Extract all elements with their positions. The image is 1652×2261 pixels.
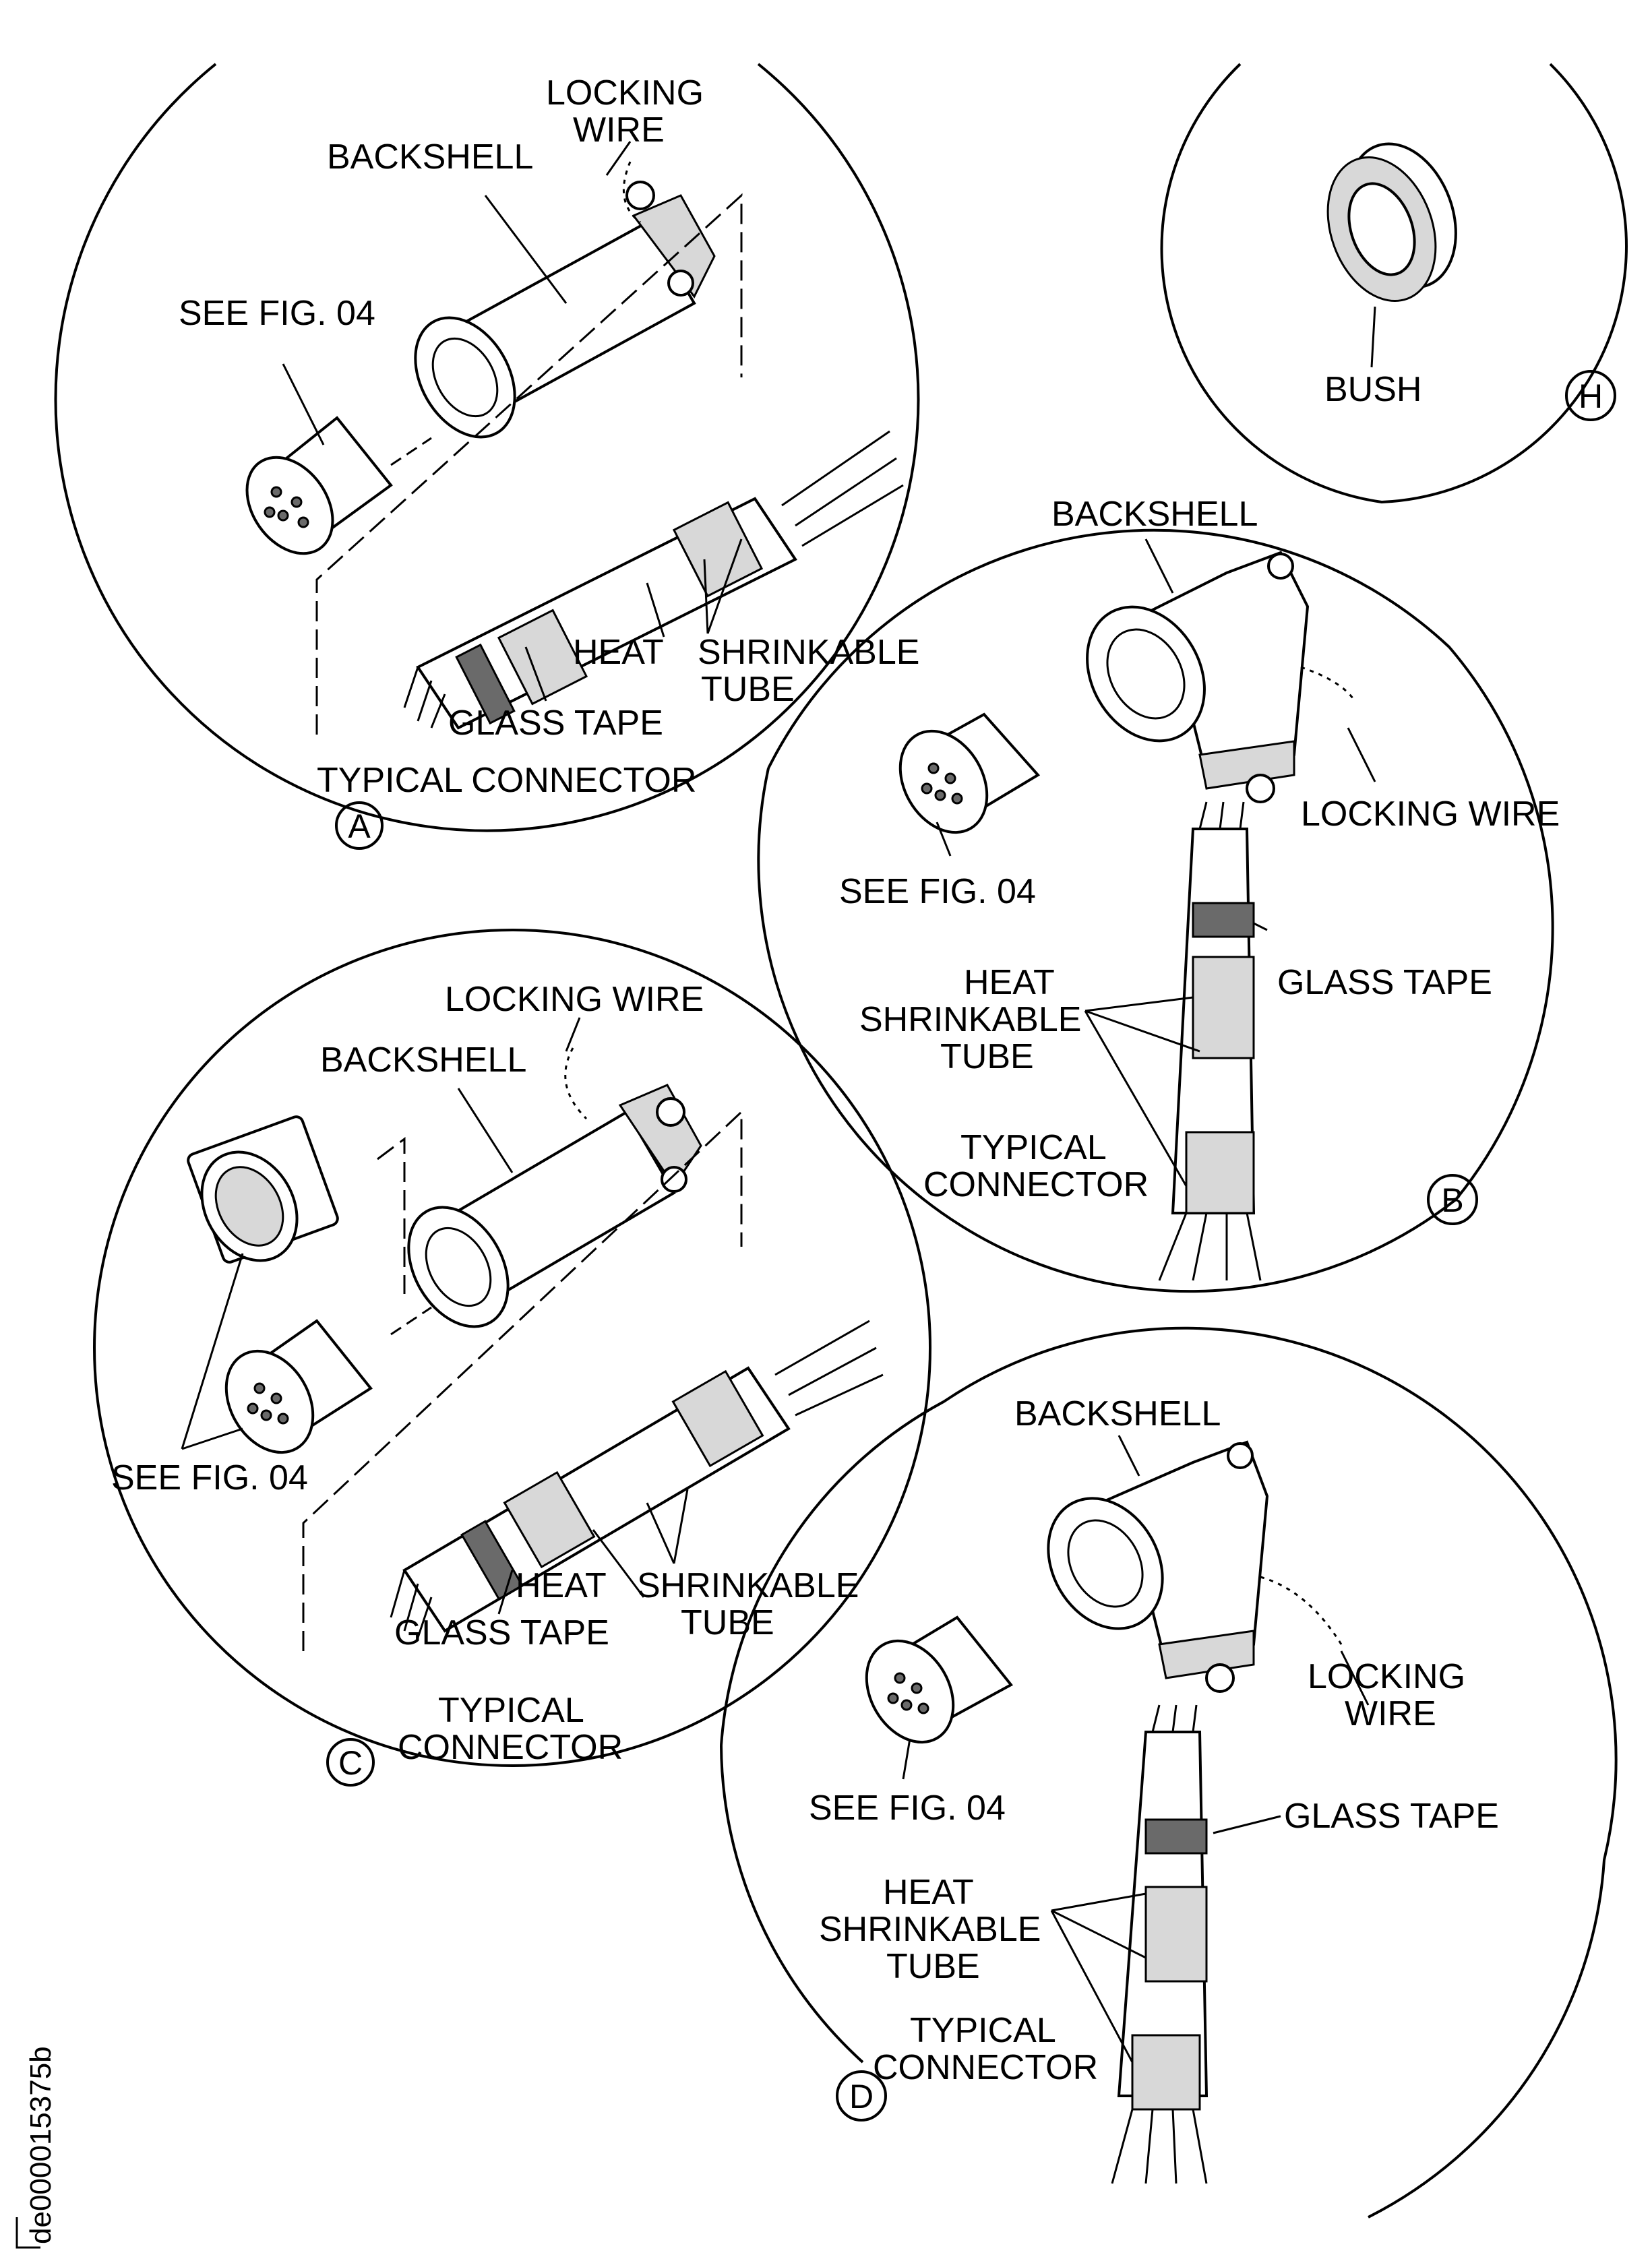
view-c-heat-label: HEAT — [516, 1566, 607, 1605]
view-c-shrinkable-label: SHRINKABLE — [637, 1566, 859, 1605]
view-b-connector-plug — [898, 712, 1041, 834]
drawing-code-text: de000015375b — [24, 2046, 57, 2244]
view-a-callout-letter: A — [348, 807, 371, 845]
view-d-backshell-label: BACKSHELL — [1014, 1394, 1221, 1433]
view-d-heat-label: HEAT — [883, 1873, 974, 1912]
view-h-circle — [1160, 63, 1628, 504]
view-b-locking-wire-label: LOCKING WIRE — [1301, 795, 1560, 834]
view-b-glass-tape-label: GLASS TAPE — [1277, 963, 1492, 1002]
view-d-glass-tape-label: GLASS TAPE — [1284, 1797, 1499, 1836]
view-a-see-fig-label: SEE FIG. 04 — [179, 294, 375, 333]
view-a-tube-label: TUBE — [701, 670, 795, 709]
view-a-backshell — [414, 181, 716, 439]
view-a-locking-wire-label-2: WIRE — [573, 111, 665, 150]
view-b-backshell-label: BACKSHELL — [1051, 495, 1258, 534]
view-b-circle — [757, 528, 1554, 1293]
view-d-typical-label: TYPICAL — [910, 2011, 1056, 2050]
view-b-connector-label: CONNECTOR — [923, 1165, 1149, 1204]
view-a-shrinkable-label: SHRINKABLE — [698, 633, 919, 672]
view-b-backshell-elbow — [1086, 551, 1310, 803]
view-a: LOCKING WIRE BACKSHELL SEE FIG. 04 HEAT … — [54, 63, 920, 850]
view-a-typical-connector-label: TYPICAL CONNECTOR — [317, 761, 696, 800]
view-d-tube-label: TUBE — [886, 1947, 980, 1986]
view-d-wire-label: WIRE — [1345, 1694, 1436, 1733]
view-c-locking-wire-label: LOCKING WIRE — [445, 980, 704, 1019]
view-a-callout-circle — [335, 801, 384, 850]
view-h-callout-circle — [1565, 370, 1616, 421]
view-a-locking-wire-chain — [622, 161, 641, 224]
view-b-heat-label: HEAT — [964, 963, 1055, 1002]
view-a-backshell-label: BACKSHELL — [327, 137, 533, 177]
view-c-glass-tape-label: GLASS TAPE — [394, 1613, 609, 1652]
view-d-harness — [1111, 1704, 1209, 2184]
view-c-backshell — [407, 1084, 702, 1328]
view-d-connector-label: CONNECTOR — [873, 2048, 1098, 2087]
view-c-see-fig-label: SEE FIG. 04 — [111, 1458, 308, 1497]
view-a-heat-label: HEAT — [573, 633, 664, 672]
view-a-glass-tape-label: GLASS TAPE — [448, 704, 663, 743]
view-b: BACKSHELL LOCKING WIRE SEE FIG. 04 GLASS… — [757, 495, 1560, 1293]
view-a-connector-plug — [245, 416, 393, 555]
view-d-locking-label: LOCKING — [1308, 1657, 1465, 1696]
view-c-harness — [390, 1320, 884, 1638]
view-d-backshell-elbow — [1047, 1440, 1269, 1693]
view-c: LOCKING WIRE BACKSHELL SEE FIG. 04 HEAT … — [93, 929, 931, 1787]
view-c-backshell-label: BACKSHELL — [320, 1041, 526, 1080]
view-a-circle — [54, 63, 920, 832]
view-h-bush — [1326, 142, 1457, 303]
view-b-callout-circle — [1427, 1174, 1478, 1225]
view-c-typical-label: TYPICAL — [438, 1691, 584, 1730]
view-h: BUSH H — [1160, 63, 1628, 504]
view-b-tube-label: TUBE — [940, 1037, 1034, 1076]
view-d-circle — [720, 1326, 1618, 2219]
view-a-harness — [403, 430, 904, 730]
view-c-connector-plug — [224, 1319, 373, 1454]
view-c-callout-letter: C — [338, 1744, 363, 1782]
view-c-receptacle — [187, 1115, 339, 1264]
view-h-bush-label: BUSH — [1324, 370, 1421, 409]
view-b-see-fig-label: SEE FIG. 04 — [839, 872, 1036, 911]
view-b-shrinkable-label: SHRINKABLE — [859, 1000, 1081, 1039]
drawing-code: de000015375b — [16, 2046, 57, 2249]
view-d-connector-plug — [865, 1615, 1014, 1744]
view-h-callout-letter: H — [1579, 377, 1603, 415]
view-d-see-fig-label: SEE FIG. 04 — [809, 1789, 1006, 1828]
view-d: BACKSHELL LOCKING WIRE SEE FIG. 04 GLASS… — [720, 1326, 1618, 2219]
view-c-circle — [93, 929, 931, 1767]
view-d-callout-letter: D — [849, 2078, 874, 2115]
view-c-tube-label: TUBE — [681, 1603, 774, 1642]
view-b-harness — [1158, 801, 1262, 1281]
view-b-typical-label: TYPICAL — [960, 1128, 1107, 1167]
view-c-callout-circle — [326, 1738, 375, 1787]
view-b-callout-letter: B — [1441, 1181, 1463, 1219]
view-a-locking-wire-label-1: LOCKING — [546, 73, 704, 113]
view-d-shrinkable-label: SHRINKABLE — [819, 1910, 1041, 1949]
view-d-callout-circle — [836, 2070, 887, 2121]
view-c-connector-label: CONNECTOR — [398, 1728, 623, 1767]
